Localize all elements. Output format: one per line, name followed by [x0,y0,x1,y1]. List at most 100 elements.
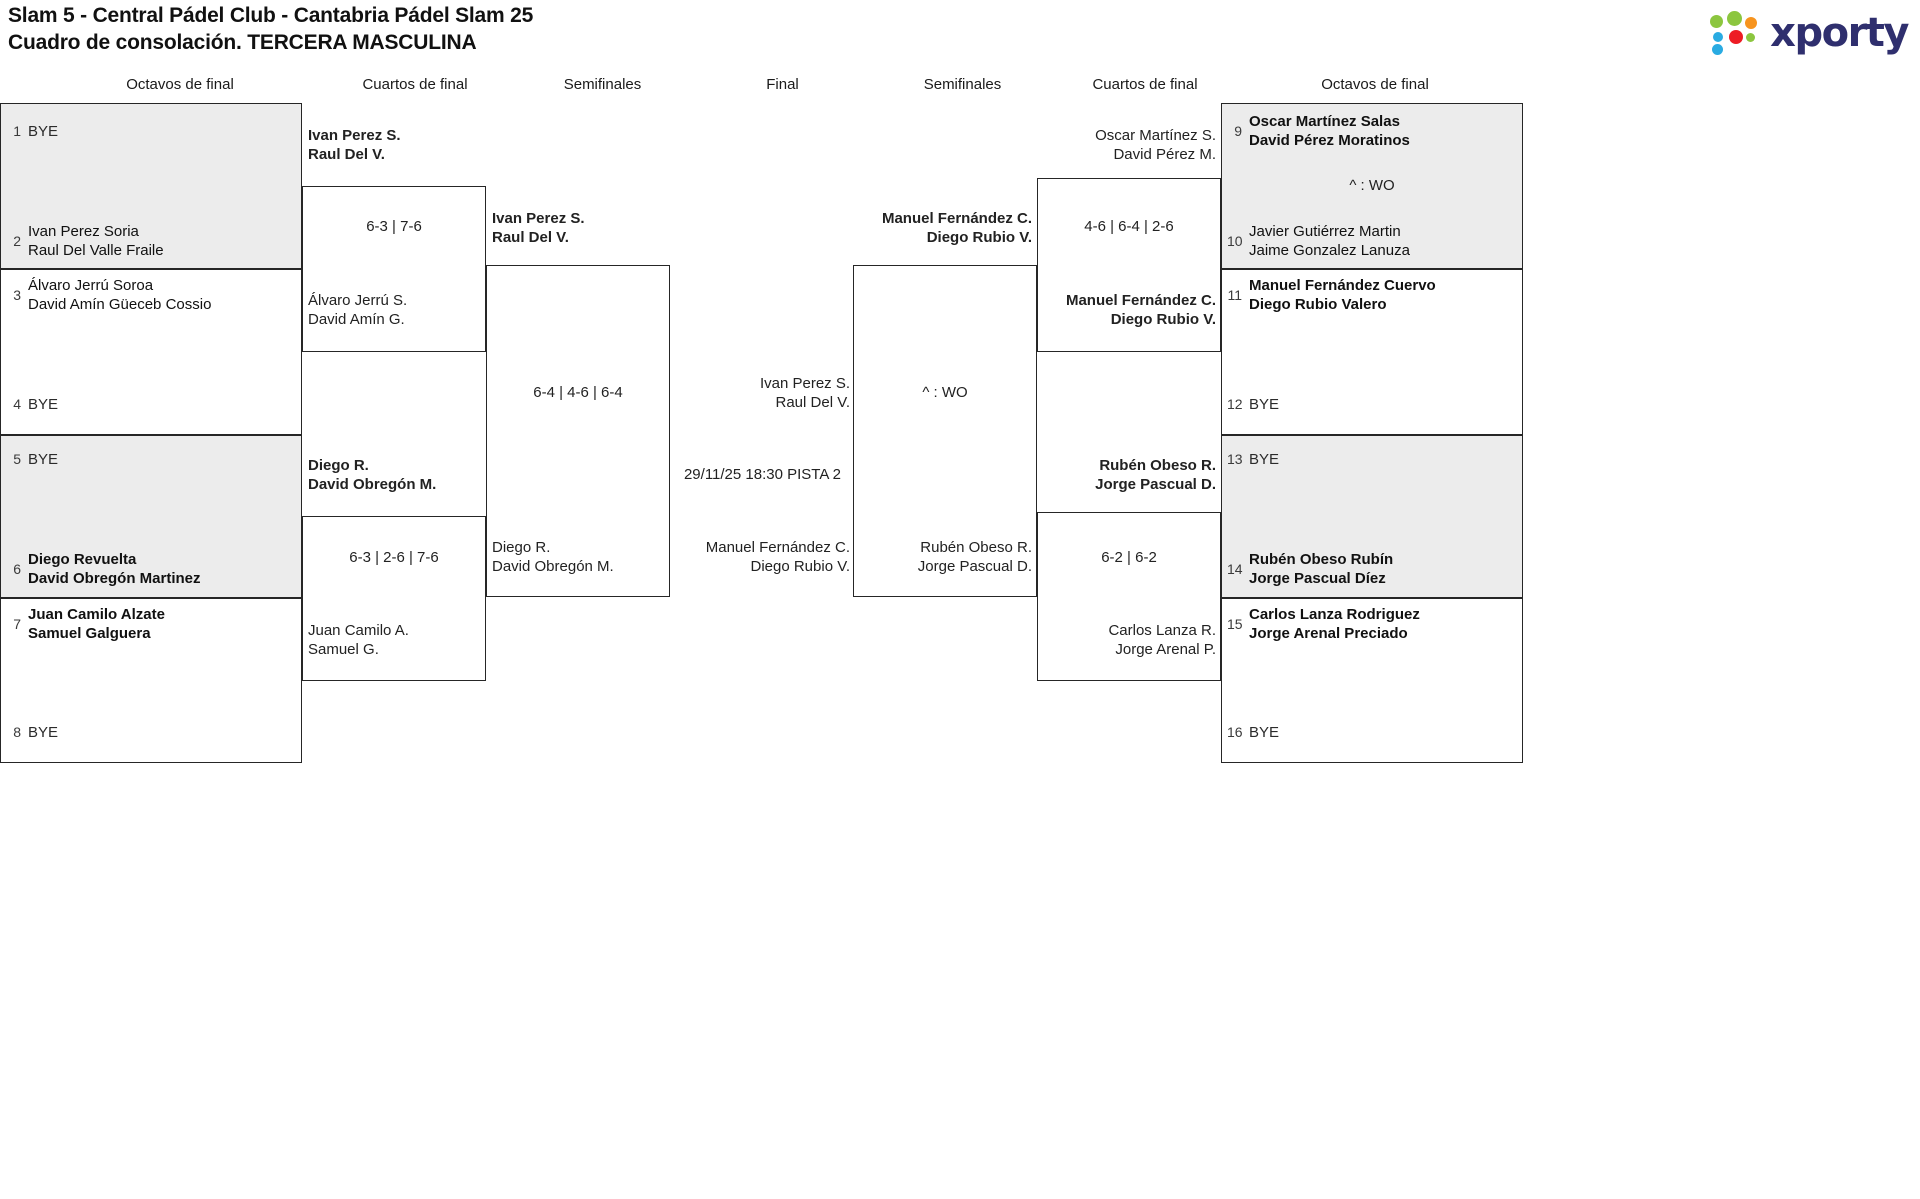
left-r16-slot-7[interactable]: 7 Juan Camilo Alzate Samuel Galguera [6,605,296,643]
right-r16-match-2[interactable] [1221,269,1523,435]
player-names: BYE [1249,723,1279,742]
player-1: Oscar Martínez Salas [1249,113,1400,130]
seed-number: 11 [1227,287,1242,303]
final-bottom-team: Manuel Fernández C. Diego Rubio V. [620,538,850,576]
player-2: Jaime Gonzalez Lanuza [1249,242,1410,259]
player-2: Diego Rubio V. [926,229,1032,246]
player-2: David Amín Güeceb Cossio [28,296,212,313]
player-1: Ivan Perez S. [759,375,850,392]
player-2: Diego Rubio V. [1110,311,1216,328]
right-r16-slot-14[interactable]: 14 Rubén Obeso Rubín Jorge Pascual Díez [1227,550,1517,588]
player-names: Ivan Perez Soria Raul Del Valle Fraile [28,222,164,260]
seed-number: 13 [1227,451,1243,467]
xporty-logo: xporty [1710,8,1909,58]
seed-number: 8 [13,724,21,740]
final-schedule: 29/11/25 18:30 PISTA 2 [683,466,842,483]
left-r16-slot-3[interactable]: 3 Álvaro Jerrú Soroa David Amín Güeceb C… [6,276,296,314]
left-qf-match-2[interactable] [302,516,486,681]
player-1: Juan Camilo A. [308,622,409,639]
left-r16-match-4[interactable] [0,598,302,763]
left-r16-match-1[interactable] [0,103,302,269]
right-r16-slot-12[interactable]: 12 BYE [1227,395,1517,414]
right-r16-slot-13[interactable]: 13 BYE [1227,450,1517,469]
page-title: Slam 5 - Central Pádel Club - Cantabria … [8,2,533,56]
player-names: Álvaro Jerrú Soroa David Amín Güeceb Cos… [28,276,211,314]
right-r16-match-1[interactable] [1221,103,1523,269]
player-1: Álvaro Jerrú Soroa [28,277,154,294]
seed-number: 7 [13,616,21,632]
right-qf-match-1[interactable] [1037,178,1221,352]
player-names: Diego Revuelta David Obregón Martinez [28,550,201,588]
round-label-left-r16: Octavos de final [126,76,234,93]
player-names: BYE [28,122,58,141]
player-1: Manuel Fernández C. [881,210,1032,227]
seed-number: 12 [1227,396,1243,412]
player-2: Jorge Pascual D. [1095,476,1216,493]
seed-number: 6 [13,561,21,577]
left-r16-match-2[interactable] [0,269,302,435]
player-1: Ivan Perez S. [492,210,585,227]
left-sf-score: 6-4 | 4-6 | 6-4 [533,384,623,401]
seed-number: 16 [1227,724,1243,740]
player-1: Manuel Fernández C. [1065,292,1216,309]
player-1: BYE [28,123,59,140]
left-r16-slot-2[interactable]: 2 Ivan Perez Soria Raul Del Valle Fraile [6,222,296,260]
left-sf-match[interactable] [486,265,670,597]
right-qf-bottom-winner: Rubén Obeso R. Jorge Pascual D. [1020,456,1216,494]
right-r16-match-3[interactable] [1221,435,1523,598]
right-r16-match-4[interactable] [1221,598,1523,763]
left-sf-loser: Diego R. David Obregón M. [492,538,614,576]
left-r16-match-3[interactable] [0,435,302,598]
player-1: Oscar Martínez S. [1095,127,1216,144]
player-2: Samuel G. [308,641,379,658]
player-1: BYE [28,396,59,413]
player-1: BYE [28,451,59,468]
player-2: David Obregón Martinez [28,570,201,587]
player-names: Oscar Martínez Salas David Pérez Moratin… [1249,112,1410,150]
left-qf-bottom-winner: Diego R. David Obregón M. [308,456,436,494]
player-1: Diego R. [492,539,551,556]
right-qf-bottom-loser: Carlos Lanza R. Jorge Arenal P. [1020,621,1216,659]
player-2: David Obregón M. [308,476,437,493]
page-header: Slam 5 - Central Pádel Club - Cantabria … [0,0,1920,82]
player-1: Manuel Fernández C. [705,539,850,556]
left-qf-bottom-score: 6-3 | 2-6 | 7-6 [349,549,439,566]
player-names: BYE [28,450,58,469]
player-1: Rubén Obeso R. [1099,457,1216,474]
left-r16-slot-8[interactable]: 8 BYE [6,723,296,742]
left-qf-bottom-loser: Juan Camilo A. Samuel G. [308,621,409,659]
seed-number: 9 [1234,123,1242,139]
left-qf-match-1[interactable] [302,186,486,352]
player-1: BYE [1249,451,1280,468]
right-sf-loser: Rubén Obeso R. Jorge Pascual D. [840,538,1032,576]
right-r16-slot-16[interactable]: 16 BYE [1227,723,1517,742]
player-1: Ivan Perez Soria [28,223,139,240]
player-names: Juan Camilo Alzate Samuel Galguera [28,605,165,643]
left-r16-slot-6[interactable]: 6 Diego Revuelta David Obregón Martinez [6,550,296,588]
player-1: Javier Gutiérrez Martin [1249,223,1401,240]
left-r16-slot-5[interactable]: 5 BYE [6,450,296,469]
seed-number: 4 [13,396,21,412]
left-qf-top-loser: Álvaro Jerrú S. David Amín G. [308,291,407,329]
player-1: BYE [28,724,59,741]
right-qf-match-2[interactable] [1037,512,1221,681]
right-r16-slot-11[interactable]: 11 Manuel Fernández Cuervo Diego Rubio V… [1227,276,1517,314]
seed-number: 10 [1227,233,1243,249]
player-2: Diego Rubio V. [750,558,850,575]
right-r16-slot-9[interactable]: 9 Oscar Martínez Salas David Pérez Morat… [1227,112,1517,150]
seed-number: 3 [13,287,21,303]
right-r16-slot-15[interactable]: 15 Carlos Lanza Rodriguez Jorge Arenal P… [1227,605,1517,643]
right-qf-top-winner: Manuel Fernández C. Diego Rubio V. [1020,291,1216,329]
player-1: Diego R. [308,457,369,474]
right-qf-top-score: 4-6 | 6-4 | 2-6 [1084,218,1174,235]
left-r16-slot-1[interactable]: 1 BYE [6,122,296,141]
player-names: Manuel Fernández Cuervo Diego Rubio Vale… [1249,276,1436,314]
seed-number: 5 [13,451,21,467]
right-sf-match[interactable] [853,265,1037,597]
right-r16-slot-10[interactable]: 10 Javier Gutiérrez Martin Jaime Gonzale… [1227,222,1517,260]
player-2: Jorge Pascual Díez [1249,570,1386,587]
left-r16-slot-4[interactable]: 4 BYE [6,395,296,414]
player-names: Rubén Obeso Rubín Jorge Pascual Díez [1249,550,1393,588]
player-1: Juan Camilo Alzate [28,606,165,623]
player-2: Jorge Pascual D. [917,558,1032,575]
